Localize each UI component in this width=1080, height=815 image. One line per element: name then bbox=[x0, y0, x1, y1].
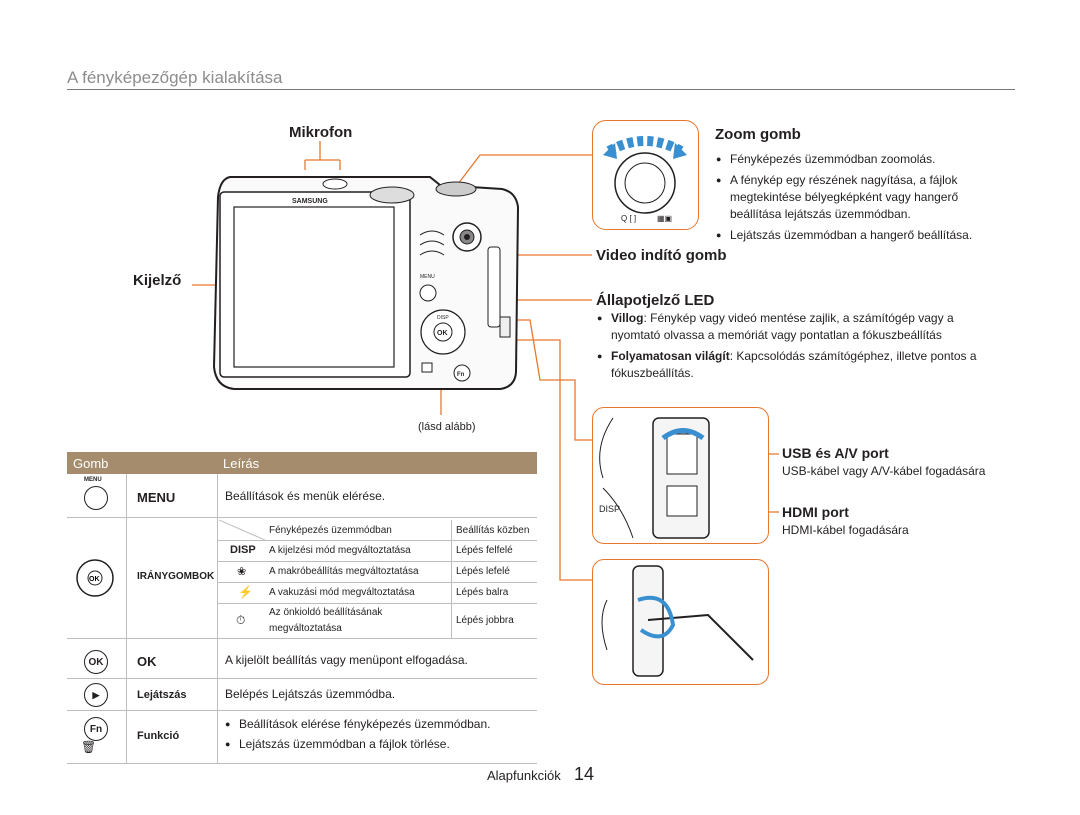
ports-inset: DISP bbox=[592, 407, 769, 544]
dir-row-left: Az önkioldó beállításának megváltoztatás… bbox=[269, 607, 383, 634]
flash-icon: ⚡ bbox=[238, 585, 253, 599]
camera-back-illustration: SAMSUNG MENU OK DISP Fn bbox=[212, 176, 520, 390]
strap-illustration bbox=[601, 565, 754, 677]
trash-icon: 🗑 bbox=[81, 740, 97, 754]
col-description-header: Leírás bbox=[223, 456, 260, 471]
header-diagonal bbox=[219, 520, 265, 540]
dir-row-left: A kijelzési mód megváltoztatása bbox=[269, 545, 411, 556]
status-led-label: Állapotjelző LED bbox=[596, 292, 715, 309]
zoom-inset: Q [ ] ▦▣ bbox=[592, 120, 699, 230]
col-button-header: Gomb bbox=[73, 456, 109, 471]
ports-illustration: DISP bbox=[599, 417, 710, 539]
sub-header-right: Beállítás közben bbox=[456, 525, 530, 536]
svg-text:Fn: Fn bbox=[457, 372, 465, 378]
dir-row-right: Lépés balra bbox=[456, 587, 509, 598]
page-title: A fényképezőgép kialakítása bbox=[67, 68, 283, 87]
fn-bullet: Beállítások elérése fényképezés üzemmódb… bbox=[225, 716, 535, 733]
fn-name: Funkció bbox=[137, 730, 180, 742]
macro-icon: ❀ bbox=[237, 566, 247, 578]
led-bullet: Folyamatosan világít: Kapcsolódás számít… bbox=[597, 348, 997, 382]
video-button-label: Video indító gomb bbox=[596, 247, 727, 264]
dir-row-right: Lépés jobbra bbox=[456, 615, 514, 626]
zoom-bullet: Lejátszás üzemmódban a hangerő beállítás… bbox=[716, 227, 996, 244]
ok-button-icon: OK bbox=[84, 650, 108, 674]
usb-desc: USB-kábel vagy A/V-kábel fogadására bbox=[782, 464, 986, 478]
svg-text:DISP: DISP bbox=[599, 504, 620, 514]
svg-text:Q [ ]: Q [ ] bbox=[621, 214, 636, 223]
dir-row-left: A makróbeállítás megváltoztatása bbox=[269, 566, 419, 577]
ok-name: OK bbox=[137, 654, 157, 669]
dir-row-left: A vakuzási mód megváltoztatása bbox=[269, 587, 415, 598]
svg-text:MENU: MENU bbox=[420, 274, 435, 280]
svg-text:SAMSUNG: SAMSUNG bbox=[292, 198, 328, 205]
dir-row-right: Lépés felfelé bbox=[456, 545, 513, 556]
dpad-icon: OK bbox=[75, 558, 115, 598]
playback-desc: Belépés Lejátszás üzemmódba. bbox=[225, 687, 396, 701]
display-label: Kijelző bbox=[133, 272, 182, 289]
menu-icon-label: MENU bbox=[84, 477, 102, 483]
ok-desc: A kijelölt beállítás vagy menüpont elfog… bbox=[225, 653, 468, 667]
strap-inset bbox=[592, 559, 769, 685]
fn-button-icon: Fn bbox=[84, 717, 108, 741]
see-below-label: (lásd alább) bbox=[418, 421, 476, 433]
footer-section: Alapfunkciók bbox=[487, 768, 561, 783]
page-number: 14 bbox=[574, 764, 595, 784]
zoom-bullet: A fénykép egy részének nagyítása, a fájl… bbox=[716, 172, 996, 223]
menu-name: MENU bbox=[137, 490, 176, 505]
led-bullet: Villog: Fénykép vagy videó mentése zajli… bbox=[597, 310, 997, 344]
dir-row-right: Lépés lefelé bbox=[456, 566, 510, 577]
title-rule bbox=[67, 89, 1015, 90]
button-table: MENU MENU Beállítások és menük elérése. … bbox=[67, 474, 537, 764]
table-header: Gomb Leírás bbox=[67, 452, 537, 474]
direction-buttons-name: IRÁNYGOMBOK bbox=[137, 571, 215, 582]
svg-text:OK: OK bbox=[437, 330, 448, 337]
zoom-lever-illustration: Q [ ] ▦▣ bbox=[603, 136, 687, 223]
usb-label: USB és A/V port bbox=[782, 445, 889, 461]
zoom-bullet: Fényképezés üzemmódban zoomolás. bbox=[716, 151, 996, 168]
menu-desc: Beállítások és menük elérése. bbox=[225, 489, 386, 503]
microphone-label: Mikrofon bbox=[289, 124, 353, 141]
hdmi-desc: HDMI-kábel fogadására bbox=[782, 523, 909, 537]
zoom-label: Zoom gomb bbox=[715, 126, 801, 143]
fn-desc: Beállítások elérése fényképezés üzemmódb… bbox=[225, 716, 535, 753]
led-bullets: Villog: Fénykép vagy videó mentése zajli… bbox=[597, 310, 997, 382]
hdmi-label: HDMI port bbox=[782, 504, 849, 520]
svg-text:▦▣: ▦▣ bbox=[657, 214, 672, 223]
fn-bullet: Lejátszás üzemmódban a fájlok törlése. bbox=[225, 736, 535, 753]
svg-text:OK: OK bbox=[89, 576, 100, 583]
zoom-bullets: Fényképezés üzemmódban zoomolás. A fényk… bbox=[716, 151, 996, 244]
svg-text:DISP: DISP bbox=[437, 315, 449, 321]
disp-icon: DISP bbox=[230, 544, 256, 556]
sub-header-left: Fényképezés üzemmódban bbox=[269, 525, 392, 536]
playback-name: Lejátszás bbox=[137, 689, 187, 701]
timer-icon: ⏱ bbox=[236, 613, 246, 627]
menu-button-icon bbox=[84, 486, 108, 510]
playback-button-icon: ▶ bbox=[84, 683, 108, 707]
